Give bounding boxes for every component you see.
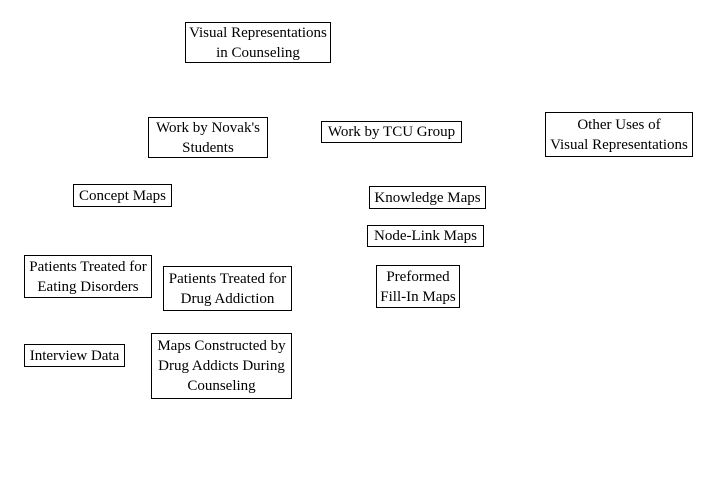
- node-label: Maps Constructed by Drug Addicts During …: [157, 338, 286, 394]
- node-label: Interview Data: [29, 347, 120, 364]
- node-label: Preformed Fill-In Maps: [380, 268, 456, 305]
- node-other-uses-of-visual-representations: Other Uses of Visual Representations: [545, 112, 693, 157]
- node-label: Work by TCU Group: [327, 124, 456, 140]
- node-interview-data: Interview Data: [24, 344, 125, 367]
- node-work-by-novaks-students: Work by Novak's Students: [148, 117, 268, 158]
- node-preformed-fill-in-maps: Preformed Fill-In Maps: [376, 265, 460, 308]
- node-label: Knowledge Maps: [374, 189, 481, 206]
- node-patients-treated-for-drug-addiction: Patients Treated for Drug Addiction: [163, 266, 292, 311]
- node-label: Concept Maps: [78, 187, 167, 204]
- node-label: Visual Representations in Counseling: [189, 24, 327, 61]
- node-label: Patients Treated for Eating Disorders: [29, 258, 147, 295]
- node-label: Patients Treated for Drug Addiction: [168, 270, 287, 307]
- node-label: Node-Link Maps: [374, 228, 477, 244]
- node-patients-treated-for-eating-disorders: Patients Treated for Eating Disorders: [24, 255, 152, 298]
- node-node-link-maps: Node-Link Maps: [367, 225, 484, 247]
- node-concept-maps: Concept Maps: [73, 184, 172, 207]
- node-work-by-tcu-group: Work by TCU Group: [321, 121, 462, 143]
- node-knowledge-maps: Knowledge Maps: [369, 186, 486, 209]
- node-maps-constructed-by-drug-addicts-during-counseling: Maps Constructed by Drug Addicts During …: [151, 333, 292, 399]
- node-label: Other Uses of Visual Representations: [550, 116, 688, 153]
- node-visual-representations-in-counseling: Visual Representations in Counseling: [185, 22, 331, 63]
- node-label: Work by Novak's Students: [156, 119, 260, 156]
